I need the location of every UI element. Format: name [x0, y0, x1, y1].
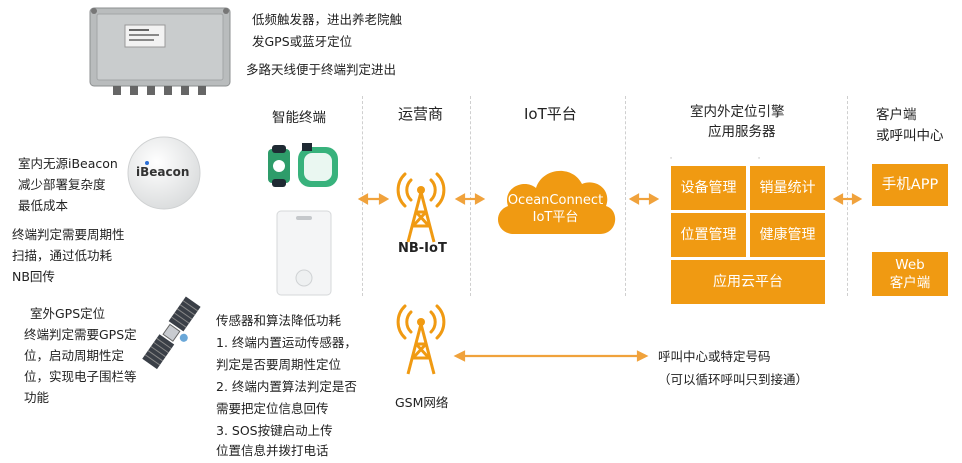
gps-desc-line3: 位，启动周期性定 — [24, 348, 125, 363]
ibeacon-device-label: iBeacon — [136, 165, 190, 179]
nbiot-label: NB-IoT — [398, 241, 447, 256]
app-cloud-platform-box: 应用云平台 — [671, 260, 825, 304]
mobile-app-box: 手机APP — [872, 164, 948, 206]
ibeacon-scan-line3: NB回传 — [12, 269, 55, 284]
gps-desc-line5: 功能 — [24, 390, 50, 405]
oceanconnect-cloud-icon — [488, 154, 623, 244]
web-client-line1: Web — [895, 257, 925, 273]
cloud-label-line2: IoT平台 — [532, 210, 579, 225]
gps-desc-line2: 终端判定需要GPS定 — [24, 327, 137, 342]
gps-desc-line4: 位，实现电子围栏等 — [24, 369, 137, 384]
trigger-desc-line1: 低频触发器，进出养老院触 — [252, 12, 403, 27]
header-client-line1: 客户端 — [876, 107, 917, 123]
divider-4 — [847, 96, 848, 296]
header-client-line2: 或呼叫中心 — [876, 128, 944, 144]
sensor-desc-line3: 判定是否要周期性定位 — [216, 357, 342, 372]
sensor-desc-line7: 位置信息并拨打电话 — [216, 443, 329, 458]
trigger-desc-line2: 发GPS或蓝牙定位 — [252, 34, 353, 49]
trigger-desc-line3: 多路天线便于终端判定进出 — [246, 62, 397, 77]
ibeacon-desc-line3: 最低成本 — [18, 198, 69, 213]
ibeacon-desc-line1: 室内无源iBeacon — [18, 156, 118, 171]
dot-marker-1: · — [669, 154, 673, 164]
sensor-desc-line1: 传感器和算法降低功耗 — [216, 313, 342, 328]
divider-3 — [625, 96, 626, 296]
ibeacon-device-image — [125, 134, 203, 212]
smart-card-tag-image — [276, 210, 332, 296]
call-desc-line1: 呼叫中心或特定号码 — [658, 349, 771, 364]
smart-watch-image — [262, 135, 342, 195]
device-management-box: 设备管理 — [671, 166, 746, 210]
web-client-line2: 客户端 — [889, 275, 931, 291]
header-engine-line2: 应用服务器 — [708, 124, 776, 140]
divider-2 — [470, 96, 471, 296]
satellite-icon — [135, 290, 210, 375]
health-management-box: 健康管理 — [750, 213, 825, 257]
sales-statistics-box: 销量统计 — [750, 166, 825, 210]
dot-marker-2: · — [757, 154, 761, 164]
sensor-desc-line2: 1. 终端内置运动传感器， — [216, 335, 357, 350]
sensor-desc-line5: 需要把定位信息回传 — [216, 401, 329, 416]
trigger-device-image — [85, 5, 235, 100]
ibeacon-scan-line1: 终端判定需要周期性 — [12, 227, 125, 242]
header-terminal: 智能终端 — [272, 110, 326, 126]
gsm-label: GSM网络 — [395, 395, 449, 410]
header-engine-line1: 室内外定位引擎 — [690, 104, 785, 120]
location-management-box: 位置管理 — [671, 213, 746, 257]
nbiot-tower-icon — [394, 168, 448, 244]
gsm-tower-icon — [394, 300, 448, 376]
ibeacon-desc-line2: 减少部署复杂度 — [18, 177, 106, 192]
cloud-label-line1: OceanConnect — [507, 193, 604, 208]
gps-desc-line1: 室外GPS定位 — [30, 306, 106, 321]
sensor-desc-line6: 3. SOS按键启动上传 — [216, 423, 333, 438]
ibeacon-scan-line2: 扫描，通过低功耗 — [12, 248, 113, 263]
sensor-desc-line4: 2. 终端内置算法判定是否 — [216, 379, 357, 394]
header-operator: 运营商 — [398, 105, 444, 123]
divider-1 — [362, 96, 363, 296]
call-desc-line2: （可以循环呼叫只到接通） — [658, 372, 809, 387]
header-iot: IoT平台 — [524, 105, 577, 123]
web-client-box: Web 客户端 — [872, 252, 948, 296]
